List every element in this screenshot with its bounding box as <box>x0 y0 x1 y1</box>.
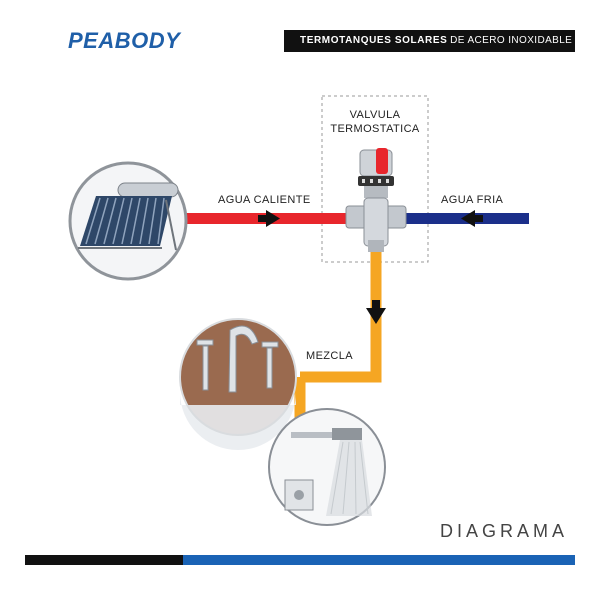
bottom-bar-blue <box>183 555 575 565</box>
bottom-bar-black <box>25 555 183 565</box>
arrow-down-icon <box>366 300 386 324</box>
header-banner: TERMOTANQUES SOLARES DE ACERO INOXIDABLE <box>284 30 575 52</box>
arrow-left-icon <box>461 210 483 227</box>
footer-title: DIAGRAMA <box>440 521 569 541</box>
valve-label-line1: VALVULA <box>349 109 401 121</box>
cold-water-label: AGUA FRIA <box>441 194 504 206</box>
valve-label: VALVULA TERMOSTATICA <box>322 108 428 136</box>
solar-heater-icon <box>68 161 188 281</box>
bottom-bar <box>25 555 575 565</box>
faucet-icon <box>179 318 297 450</box>
mix-label: MEZCLA <box>306 350 354 362</box>
thermostatic-valve-icon <box>345 148 407 252</box>
shower-icon <box>268 408 386 526</box>
mix-pipe-main <box>300 250 382 383</box>
arrow-right-icon <box>258 210 280 227</box>
valve-label-line2: TERMOSTATICA <box>330 123 420 135</box>
hot-water-label: AGUA CALIENTE <box>218 194 311 206</box>
brand-logo: PEABODY <box>68 28 181 53</box>
banner-subtitle: DE ACERO INOXIDABLE <box>450 35 573 46</box>
banner-title: TERMOTANQUES SOLARES <box>300 35 448 46</box>
